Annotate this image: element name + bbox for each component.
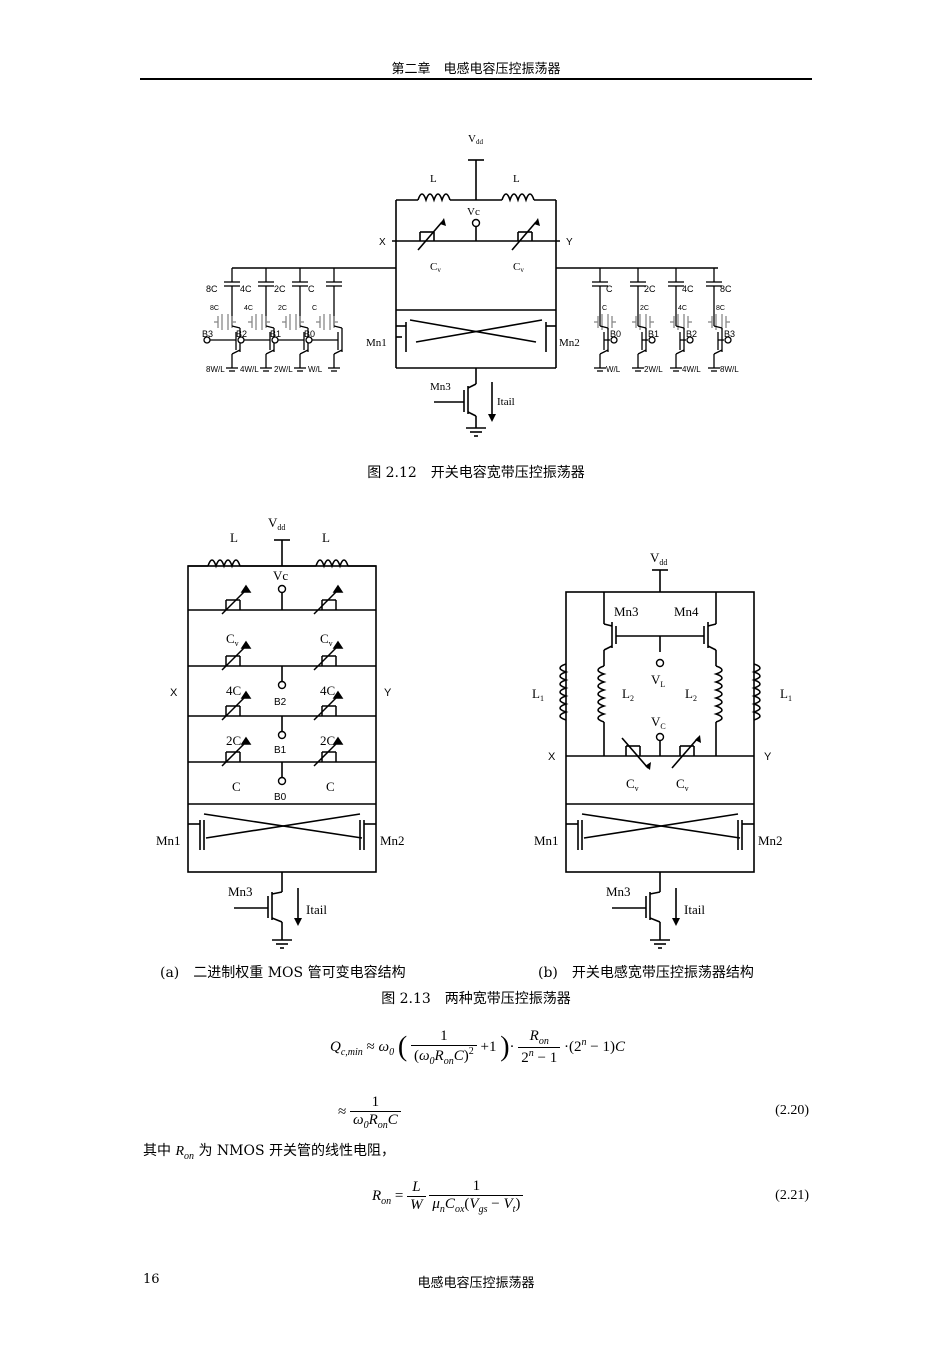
fig213b-l1-right: L1 xyxy=(780,686,792,703)
fig212-cap-right-2: 4C xyxy=(682,284,694,294)
fig212-cd-right-0: C xyxy=(602,305,607,312)
fig212-bit-right-2: B2 xyxy=(686,329,697,339)
fig213b-cv-left: Cv xyxy=(626,776,639,793)
fig212-inductor-right: L xyxy=(513,173,520,185)
fig213b-node-x: X xyxy=(548,751,556,763)
fig213b-mn1: Mn1 xyxy=(534,833,559,848)
fig213a-2c-left: 2C xyxy=(226,733,241,748)
fig212-cap-right-3: 8C xyxy=(720,284,732,294)
fig212-cd-left-3: C xyxy=(312,305,317,312)
fig212-cd-right-2: 4C xyxy=(678,305,687,312)
fig212-inductor-left: L xyxy=(430,173,437,185)
fig213b-l2-right: L2 xyxy=(685,686,697,703)
ron-description: 其中 Ron 为 NMOS 开关管的线性电阻， xyxy=(143,1143,396,1162)
fig212-bit-left-1: B2 xyxy=(236,329,247,339)
fig212-wl-right-0: W/L xyxy=(606,365,621,374)
fig213b-mn3: Mn3 xyxy=(614,604,639,619)
fig213a-cv-right: Cv xyxy=(320,631,333,648)
fig212-itail: Itail xyxy=(497,396,515,408)
fig212-bit-left-3: B0 xyxy=(304,329,315,339)
fig213b-itail: Itail xyxy=(684,902,705,917)
fig212-cap-right-0: C xyxy=(606,284,613,294)
page-header: 第二章 电感电容压控振荡器 xyxy=(391,62,561,77)
fig213a-node-x: X xyxy=(170,687,178,699)
fig212-wl-left-3: W/L xyxy=(308,365,323,374)
fig213a-4c-left: 4C xyxy=(226,683,241,698)
fig213a-b2: B2 xyxy=(274,697,287,708)
fig212-cd-right-3: 8C xyxy=(716,305,725,312)
fig213b-vl: VL xyxy=(651,672,665,689)
fig212-node-y: Y xyxy=(566,237,573,248)
figure-2-13b-schematic: Vdd Mn3 Mn4 VL VC L1 L1 L2 L2 X Y Cv Cv … xyxy=(532,550,792,949)
fig212-bit-left-0: B3 xyxy=(202,329,213,339)
footer-title: 电感电容压控振荡器 xyxy=(417,1276,535,1291)
fig213b-vc: VC xyxy=(651,714,666,731)
fig213b-l2-left: L2 xyxy=(622,686,634,703)
fig213a-vdd: Vdd xyxy=(268,515,285,532)
fig212-vc-label: Vc xyxy=(467,206,480,218)
fig213a-c-right: C xyxy=(326,779,335,794)
fig213b-vdd: Vdd xyxy=(650,550,667,567)
fig212-cap-right-1: 2C xyxy=(644,284,656,294)
fig213a-mn3: Mn3 xyxy=(228,884,253,899)
fig212-cv-right: Cv xyxy=(513,261,524,274)
fig212-bit-right-3: B3 xyxy=(724,329,735,339)
figure-2-13a-schematic: Vdd L L Vc Cv Cv 4C 4C 2C 2C C C B2 B1 B… xyxy=(156,515,405,949)
fig213a-l-left: L xyxy=(230,530,238,545)
fig212-wl-left-1: 4W/L xyxy=(240,365,259,374)
fig212-wl-left-0: 8W/L xyxy=(206,365,225,374)
fig213a-c-left: C xyxy=(232,779,241,794)
fig212-mn1: Mn1 xyxy=(366,337,387,349)
fig213a-l-right: L xyxy=(322,530,330,545)
fig212-bit-right-0: B0 xyxy=(610,329,621,339)
fig212-mn2: Mn2 xyxy=(559,337,580,349)
fig213a-cv-left: Cv xyxy=(226,631,239,648)
figure-2-13-caption: 图 2.13 两种宽带压控振荡器 xyxy=(381,991,571,1007)
fig212-cd-left-0: 8C xyxy=(210,305,219,312)
fig212-wl-right-2: 4W/L xyxy=(682,365,701,374)
fig213a-b0: B0 xyxy=(274,792,287,803)
fig212-cd-right-1: 2C xyxy=(640,305,649,312)
fig213a-itail: Itail xyxy=(306,902,327,917)
fig213a-vc: Vc xyxy=(273,568,288,583)
fig212-wl-right-1: 2W/L xyxy=(644,365,663,374)
header-rule xyxy=(140,78,812,80)
fig212-node-x: X xyxy=(379,237,386,248)
fig213b-mn4: Mn4 xyxy=(674,604,699,619)
fig213a-b1: B1 xyxy=(274,745,287,756)
fig212-mn3: Mn3 xyxy=(430,381,451,393)
figure-2-13b-subcaption: (b) 开关电感宽带压控振荡器结构 xyxy=(538,965,754,981)
fig213b-node-y: Y xyxy=(764,751,772,763)
fig213b-l1-left: L1 xyxy=(532,686,544,703)
fig212-vdd-label: Vdd xyxy=(468,133,483,146)
fig213a-mn2: Mn2 xyxy=(380,833,405,848)
fig212-bit-right-1: B1 xyxy=(648,329,659,339)
fig212-cd-left-2: 2C xyxy=(278,305,287,312)
fig212-bit-left-2: B1 xyxy=(270,329,281,339)
figure-2-13a-subcaption: (a) 二进制权重 MOS 管可变电容结构 xyxy=(160,965,406,981)
fig213b-cv-right: Cv xyxy=(676,776,689,793)
fig213a-mn1: Mn1 xyxy=(156,833,181,848)
fig212-cv-left: Cv xyxy=(430,261,441,274)
fig213a-2c-right: 2C xyxy=(320,733,335,748)
page-number: 16 xyxy=(143,1272,160,1287)
fig212-cap-left-3: C xyxy=(308,284,315,294)
fig213a-node-y: Y xyxy=(384,687,392,699)
fig212-cap-left-1: 4C xyxy=(240,284,252,294)
fig213b-mn3-tail: Mn3 xyxy=(606,884,631,899)
fig212-cap-left-0: 8C xyxy=(206,284,218,294)
fig212-wl-left-2: 2W/L xyxy=(274,365,293,374)
fig213b-mn2: Mn2 xyxy=(758,833,783,848)
fig213a-4c-right: 4C xyxy=(320,683,335,698)
figure-2-12-caption: 图 2.12 开关电容宽带压控振荡器 xyxy=(367,465,585,481)
equation-number-2-20: (2.20) xyxy=(775,1103,809,1118)
fig212-cd-left-1: 4C xyxy=(244,305,253,312)
fig212-wl-right-3: 8W/L xyxy=(720,365,739,374)
equation-number-2-21: (2.21) xyxy=(775,1188,809,1203)
fig212-cap-left-2: 2C xyxy=(274,284,286,294)
figure-2-12-schematic: 8C 8C B3 8W/L 4C 4C B2 4W/L 2C 2C B1 2W/L C C B0W/L C C B… xyxy=(202,133,739,437)
